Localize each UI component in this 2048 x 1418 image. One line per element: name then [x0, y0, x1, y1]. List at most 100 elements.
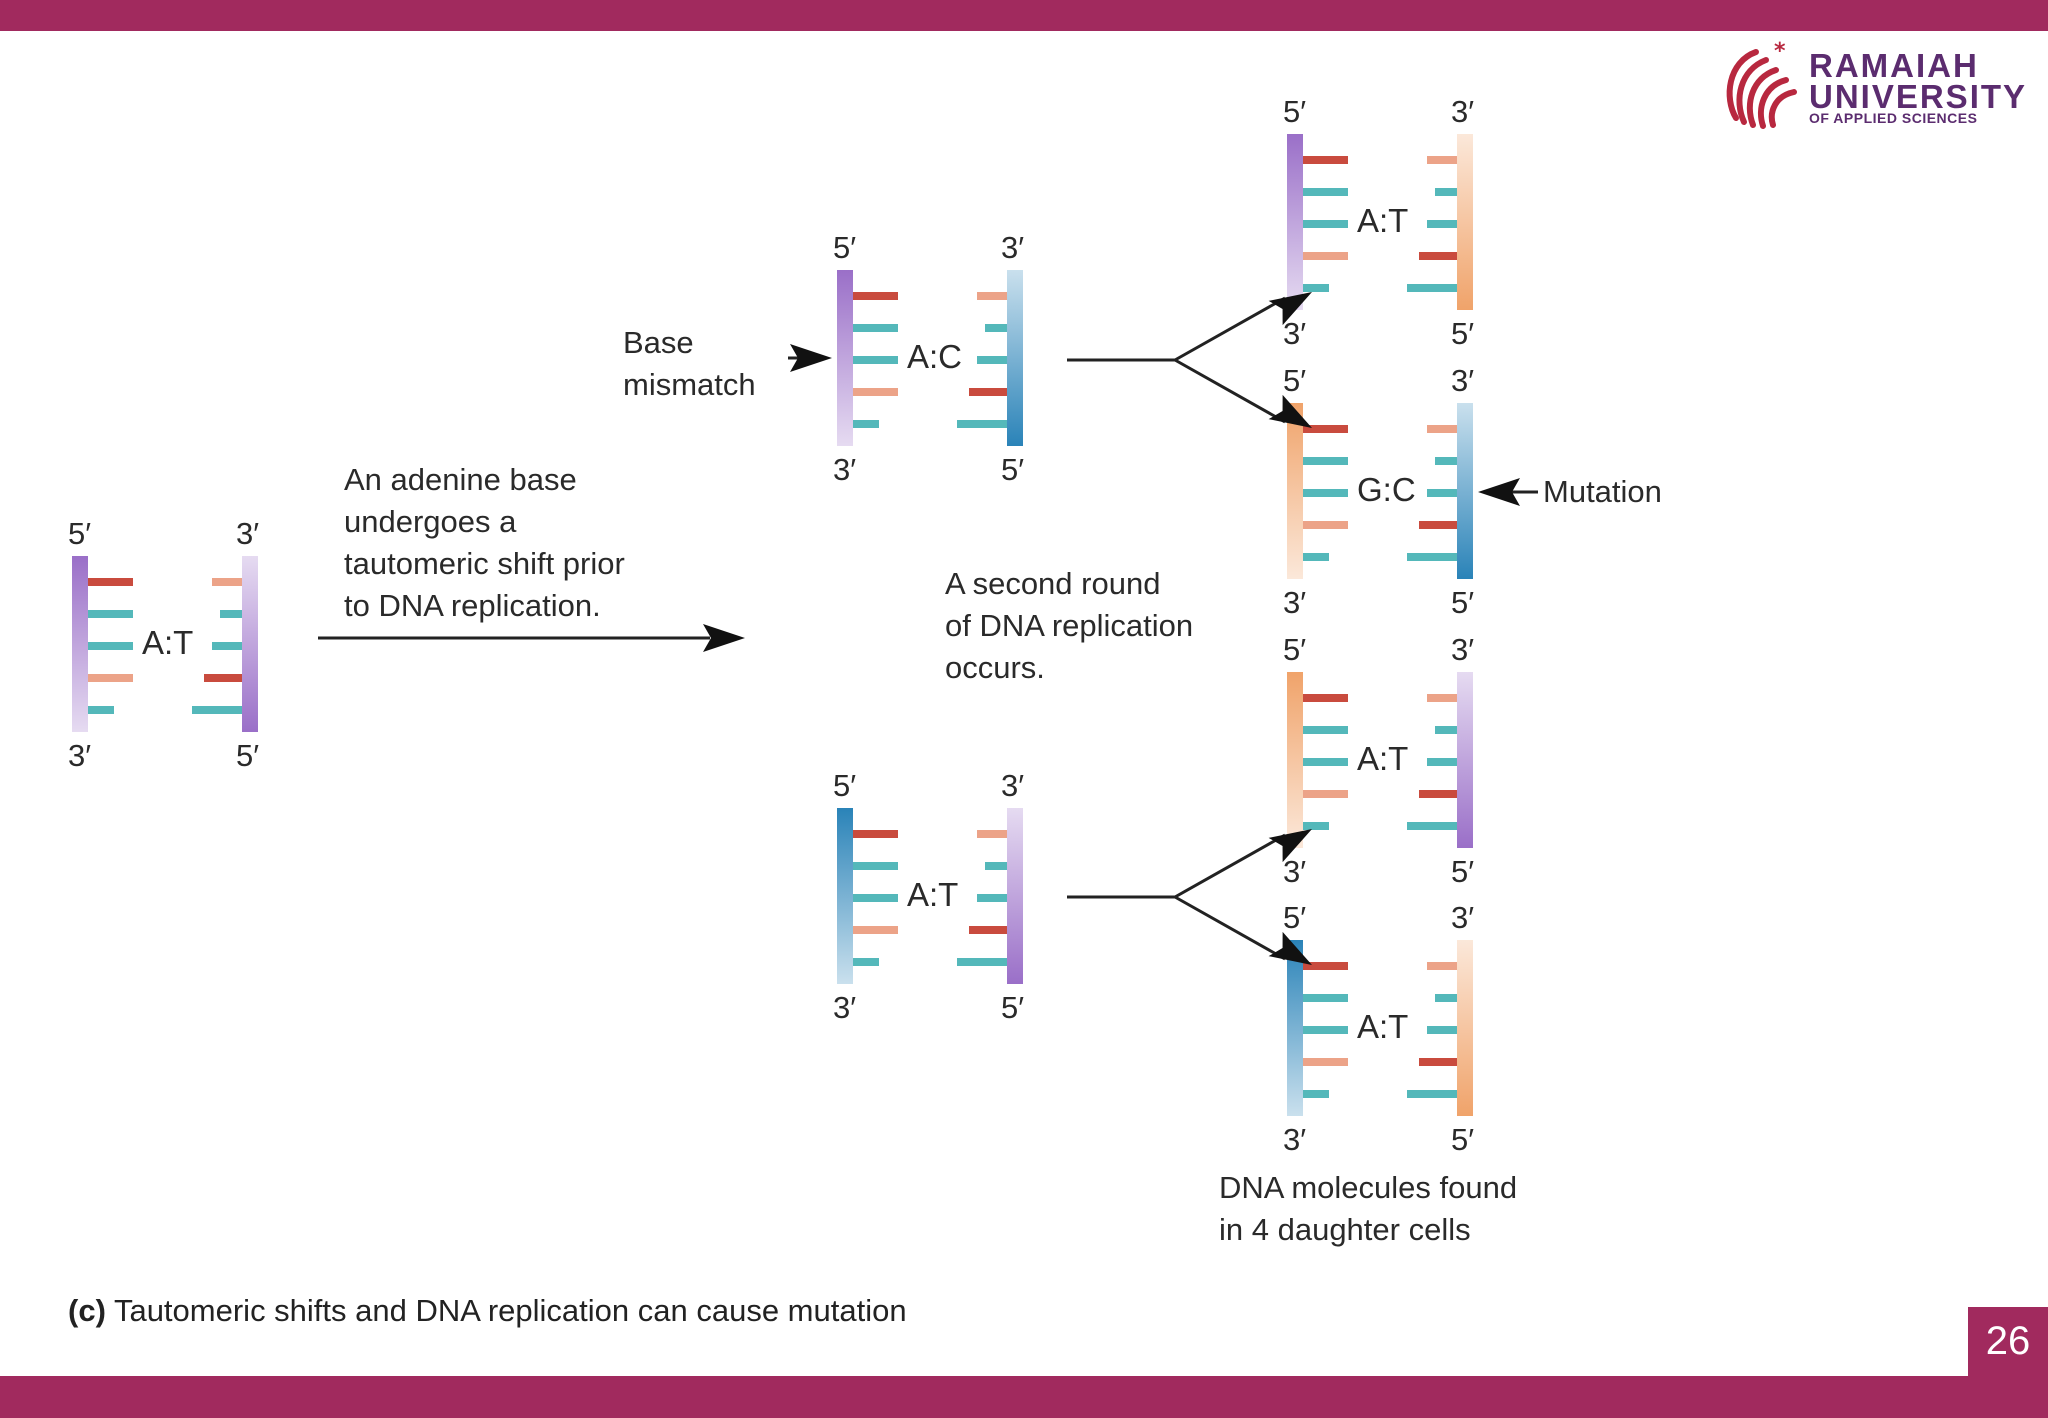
daughter-cells-note: DNA molecules found in 4 daughter cells [1219, 1167, 1517, 1251]
mutation-label: Mutation [1543, 474, 1662, 509]
base-pair-label: A:T [142, 624, 193, 661]
base-rung [1303, 994, 1348, 1002]
base-rung [1419, 1058, 1457, 1066]
base-rung [957, 420, 1007, 428]
base-rung [1303, 1090, 1329, 1098]
base-rung [1303, 822, 1329, 830]
daughter-molecule-3 [1287, 672, 1473, 848]
page-number: 26 [1968, 1307, 2048, 1376]
base-rung [853, 894, 898, 902]
five-prime-label: 5′ [1001, 990, 1024, 1025]
note-line: mismatch [623, 367, 756, 402]
base-rung [1419, 521, 1457, 529]
five-prime-label: 5′ [1283, 94, 1306, 129]
top-fork-upper-arrowhead [1268, 292, 1312, 326]
base-rung [1303, 284, 1329, 292]
university-logo: * RAMAIAH UNIVERSITY OF APPLIED SCIENCES [1722, 38, 2025, 134]
base-rung [1303, 457, 1348, 465]
base-rung [1303, 1058, 1348, 1066]
five-prime-label: 5′ [1451, 585, 1474, 620]
base-rung [1435, 726, 1457, 734]
three-prime-label: 3′ [833, 452, 856, 487]
five-prime-label: 5′ [1451, 316, 1474, 351]
right-strand [1457, 672, 1473, 848]
base-rung [1435, 457, 1457, 465]
base-rung [88, 706, 114, 714]
top-band [0, 0, 2048, 31]
bottom-fork-lower [1174, 895, 1286, 961]
note-line: in 4 daughter cells [1219, 1212, 1471, 1247]
base-rung [1303, 489, 1348, 497]
top-fork-upper [1174, 296, 1286, 362]
three-prime-label: 3′ [1283, 1122, 1306, 1157]
left-strand [72, 556, 88, 732]
note-line: to DNA replication. [344, 588, 601, 623]
base-rung [1407, 822, 1457, 830]
five-prime-label: 5′ [1283, 363, 1306, 398]
base-rung [985, 324, 1007, 332]
note-line: An adenine base [344, 462, 577, 497]
five-prime-label: 5′ [1001, 452, 1024, 487]
base-rung [1407, 553, 1457, 561]
five-prime-label: 5′ [1283, 632, 1306, 667]
three-prime-label: 3′ [1451, 363, 1474, 398]
base-rung [1303, 220, 1348, 228]
base-rung [1303, 188, 1348, 196]
mismatch-dna-molecule [837, 270, 1023, 446]
right-strand [1007, 270, 1023, 446]
bottom-fork-upper-arrowhead [1268, 829, 1312, 863]
base-rung [853, 292, 898, 300]
base-rung [1427, 489, 1457, 497]
note-line: occurs. [945, 650, 1045, 685]
left-strand [1287, 134, 1303, 310]
right-strand [1007, 808, 1023, 984]
left-strand [837, 808, 853, 984]
top-fork-lower [1174, 358, 1286, 424]
base-rung [88, 578, 133, 586]
tautomeric-shift-note: An adenine base undergoes a tautomeric s… [344, 459, 625, 627]
base-rung [1303, 1026, 1348, 1034]
left-strand [1287, 940, 1303, 1116]
logo-line-2: UNIVERSITY [1809, 78, 2028, 115]
right-strand [1457, 134, 1473, 310]
left-strand [1287, 672, 1303, 848]
three-prime-label: 3′ [1001, 768, 1024, 803]
svg-text:*: * [1774, 40, 1786, 64]
base-rung [1419, 252, 1457, 260]
logo-mark-icon: * [1726, 40, 1797, 129]
mismatch-arrowhead [790, 344, 832, 372]
bottom-fork-upper [1174, 833, 1286, 899]
five-prime-label: 5′ [1451, 1122, 1474, 1157]
right-strand [1457, 403, 1473, 579]
daughter-molecule-1 [1287, 134, 1473, 310]
base-rung [1427, 1026, 1457, 1034]
top-fork-lower-arrowhead [1268, 394, 1312, 428]
note-line: A second round [945, 566, 1161, 601]
normal-copy-dna-molecule [837, 808, 1023, 984]
base-rung [853, 958, 879, 966]
base-rung [853, 830, 898, 838]
figure-caption: (c) Tautomeric shifts and DNA replicatio… [68, 1293, 907, 1329]
right-strand [242, 556, 258, 732]
note-line: tautomeric shift prior [344, 546, 625, 581]
base-rung [1303, 521, 1348, 529]
base-rung [853, 862, 898, 870]
base-rung [1303, 726, 1348, 734]
base-rung [969, 388, 1007, 396]
three-prime-label: 3′ [236, 516, 259, 551]
base-rung [1407, 1090, 1457, 1098]
base-rung [977, 356, 1007, 364]
base-rung [1303, 962, 1348, 970]
base-rung [977, 830, 1007, 838]
base-rung [853, 356, 898, 364]
base-rung [1303, 758, 1348, 766]
base-rung [853, 420, 879, 428]
base-rung [957, 958, 1007, 966]
base-mismatch-label: Base mismatch [623, 322, 756, 406]
five-prime-label: 5′ [68, 516, 91, 551]
second-round-note: A second round of DNA replication occurs… [945, 563, 1193, 689]
base-rung [1303, 553, 1329, 561]
base-rung [1303, 694, 1348, 702]
logo-line-3: OF APPLIED SCIENCES [1809, 110, 1978, 126]
